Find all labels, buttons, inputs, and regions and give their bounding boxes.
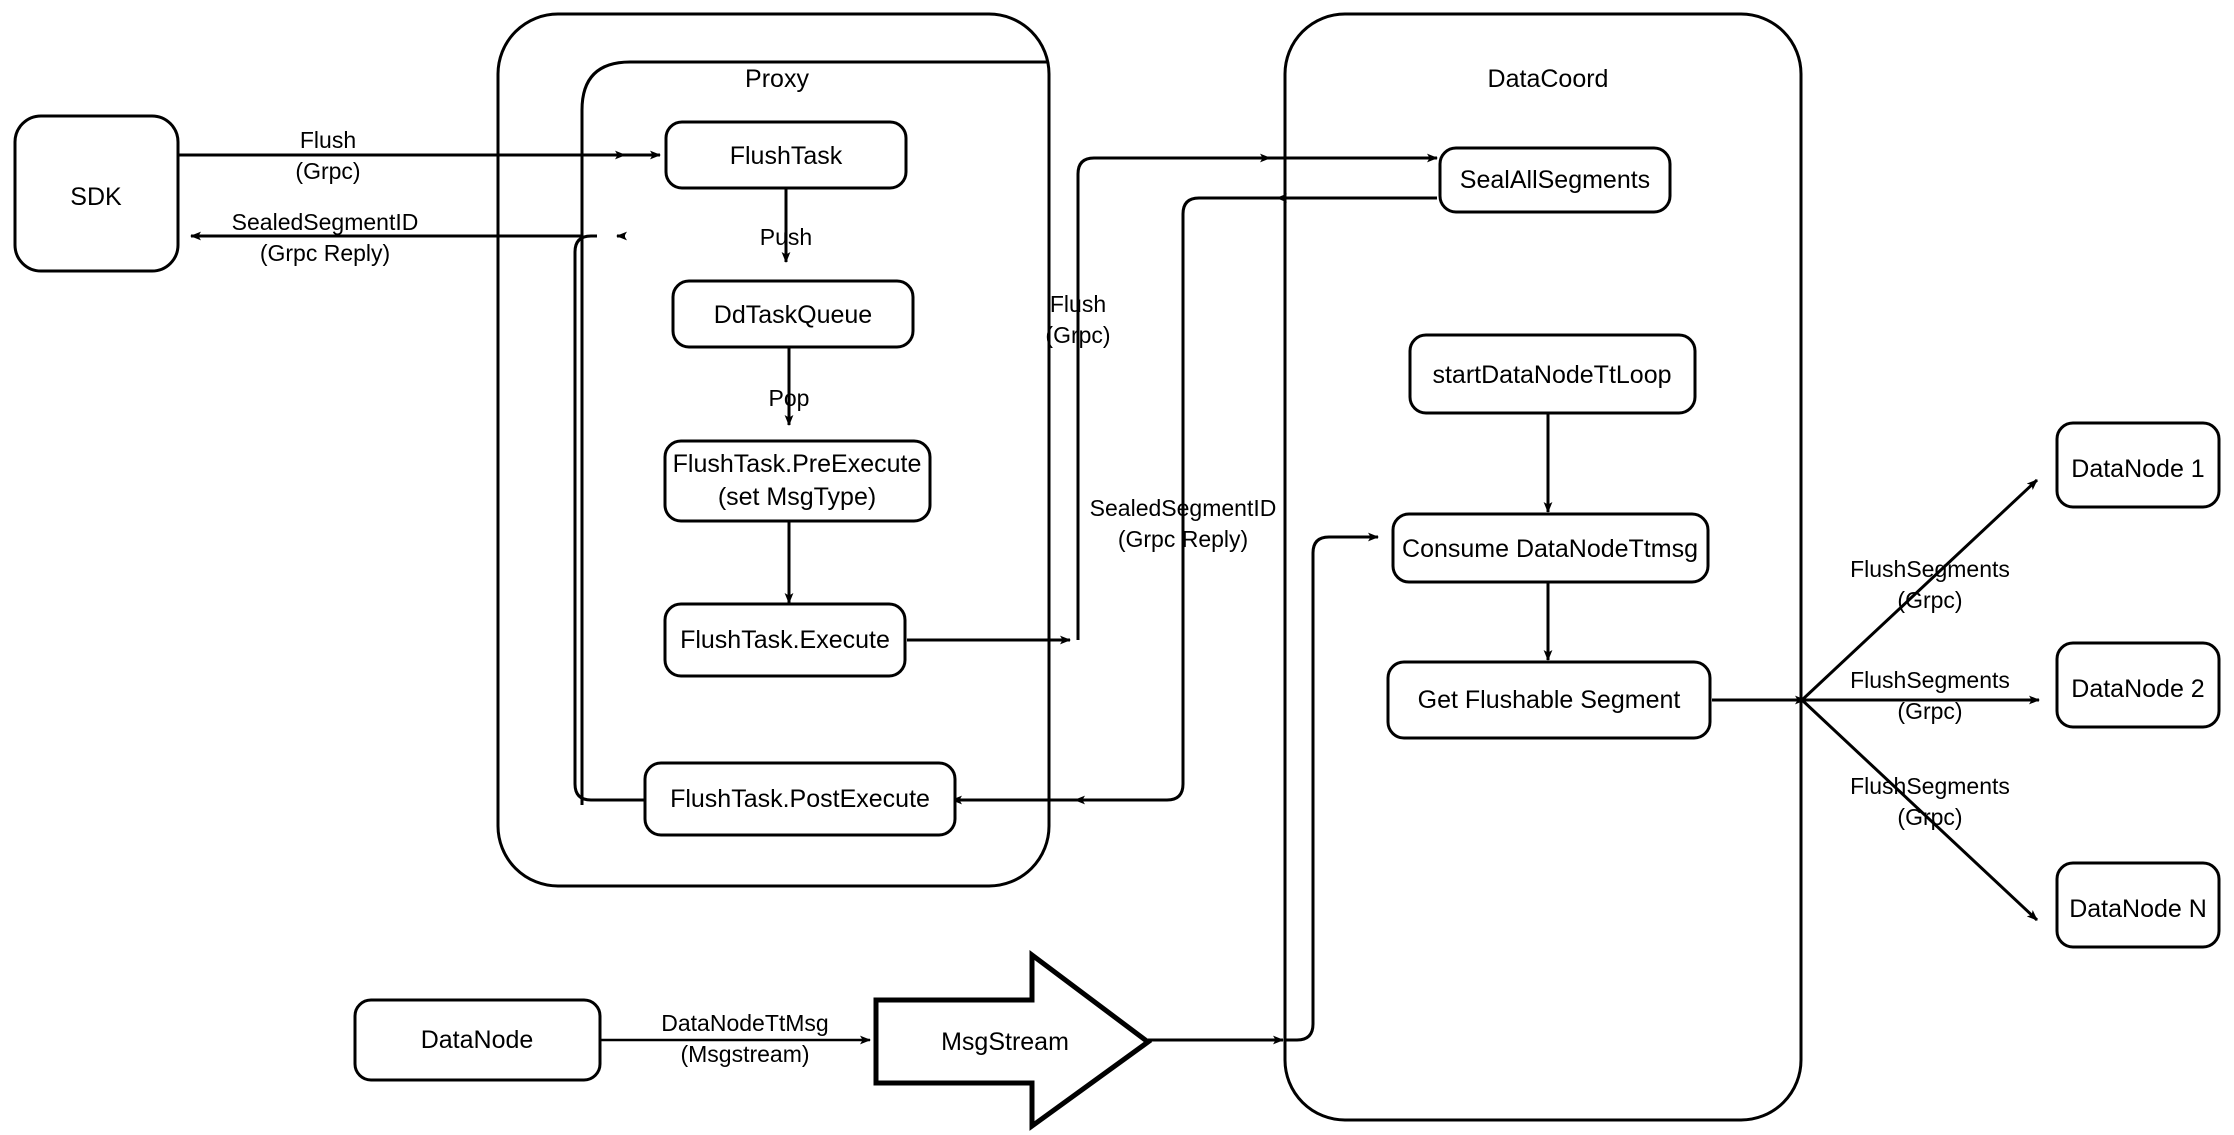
- dc-reply-label-line2: (Grpc Reply): [1118, 526, 1248, 552]
- sealallsegments-box[interactable]: [1438, 146, 1672, 214]
- msgstream-label: MsgStream: [941, 1028, 1069, 1056]
- edge-proxy-to-datacoord-flush: [1076, 153, 1271, 641]
- datanode-1-box[interactable]: [2055, 421, 2221, 509]
- flushtask-box[interactable]: [664, 120, 908, 190]
- group-proxy: Proxy: [496, 12, 1051, 888]
- node-flushtask-preexecute[interactable]: FlushTask.PreExecute (set MsgType): [663, 439, 932, 523]
- dc-flush-label-line1: Flush: [1050, 291, 1106, 317]
- node-datanode-bottom[interactable]: DataNode: [353, 998, 602, 1082]
- label-sdk-to-proxy-flush: Flush (Grpc): [295, 127, 360, 184]
- edge-fanout-to-datanode-1: [1800, 478, 2039, 702]
- label-flush-segments-n: FlushSegments (Grpc): [1850, 773, 2010, 830]
- node-flushtask-execute[interactable]: FlushTask.Execute: [663, 602, 907, 678]
- dc-reply-label-line1: SealedSegmentID: [1090, 495, 1277, 521]
- edge-datacoord-bottom-to-consume: [1285, 532, 1379, 1042]
- sdk-flush-label-line1: Flush: [300, 127, 356, 153]
- node-get-flushable-segment[interactable]: Get Flushable Segment: [1386, 660, 1712, 740]
- edge-postexecute-to-reply: [573, 234, 645, 802]
- sdk-reply-label-line2: (Grpc Reply): [260, 240, 390, 266]
- startdatanodettloop-label: startDataNodeTtLoop: [1432, 361, 1671, 389]
- edge-proxy-top-curve: [580, 60, 1049, 111]
- flush-segments-1-line1: FlushSegments: [1850, 556, 2010, 582]
- datanode-bottom-label: DataNode: [421, 1026, 534, 1054]
- datanode-1-label: DataNode 1: [2071, 455, 2204, 483]
- dc-flush-label-line2: (Grpc): [1045, 322, 1110, 348]
- group-datacoord: DataCoord: [1283, 12, 1803, 1122]
- label-proxy-to-datacoord-flush: Flush (Grpc): [1045, 291, 1110, 348]
- datanode-2-box[interactable]: [2055, 641, 2221, 729]
- datanode-2-label: DataNode 2: [2071, 675, 2204, 703]
- node-msgstream[interactable]: MsgStream: [873, 950, 1153, 1131]
- node-consume-datanode-ttmsg[interactable]: Consume DataNodeTtmsg: [1391, 512, 1710, 584]
- label-flush-segments-2: FlushSegments (Grpc): [1850, 667, 2010, 724]
- preexecute-label-line2: (set MsgType): [718, 483, 876, 511]
- get-flushable-segment-box[interactable]: [1386, 660, 1712, 740]
- ddtaskqueue-box[interactable]: [671, 279, 915, 349]
- msgstream-arrow-shape[interactable]: [873, 950, 1153, 1131]
- postexecute-box[interactable]: [643, 761, 957, 837]
- sdk-label: SDK: [70, 183, 122, 211]
- sdk-flush-label-line2: (Grpc): [295, 158, 360, 184]
- node-dd-task-queue[interactable]: DdTaskQueue: [671, 279, 915, 349]
- datacoord-container-outline: [1283, 12, 1803, 1122]
- node-sdk[interactable]: SDK: [13, 114, 180, 273]
- datanode-ttmsg-label-line2: (Msgstream): [680, 1041, 809, 1067]
- flush-segments-n-line1: FlushSegments: [1850, 773, 2010, 799]
- preexecute-box[interactable]: [663, 439, 932, 523]
- edge-datacoord-reply-path: [1078, 196, 1277, 802]
- node-datanode-1[interactable]: DataNode 1: [2055, 421, 2221, 509]
- datanode-n-label: DataNode N: [2069, 895, 2207, 923]
- node-start-datanode-tt-loop[interactable]: startDataNodeTtLoop: [1408, 333, 1697, 415]
- flushtask-label: FlushTask: [730, 142, 843, 170]
- sealallsegments-label: SealAllSegments: [1460, 166, 1650, 194]
- label-pop: Pop: [769, 385, 810, 411]
- datanode-ttmsg-label-line1: DataNodeTtMsg: [661, 1010, 828, 1036]
- node-flush-task[interactable]: FlushTask: [664, 120, 908, 190]
- execute-box[interactable]: [663, 602, 907, 678]
- label-proxy-to-sdk-reply: SealedSegmentID (Grpc Reply): [232, 209, 419, 266]
- postexecute-label: FlushTask.PostExecute: [670, 785, 930, 813]
- proxy-group-label: Proxy: [745, 65, 809, 93]
- flush-segments-2-line1: FlushSegments: [1850, 667, 2010, 693]
- ddtaskqueue-label: DdTaskQueue: [714, 301, 872, 329]
- datanode-bottom-box[interactable]: [353, 998, 602, 1082]
- sdk-reply-label-line1: SealedSegmentID: [232, 209, 419, 235]
- get-flushable-segment-label: Get Flushable Segment: [1418, 686, 1681, 714]
- label-flush-segments-1: FlushSegments (Grpc): [1850, 556, 2010, 613]
- datacoord-group-label: DataCoord: [1488, 65, 1609, 93]
- preexecute-label-line1: FlushTask.PreExecute: [673, 450, 922, 478]
- label-push: Push: [760, 224, 812, 250]
- node-datanode-2[interactable]: DataNode 2: [2055, 641, 2221, 729]
- flush-segments-1-line2: (Grpc): [1897, 587, 1962, 613]
- label-datacoord-to-proxy-reply: SealedSegmentID (Grpc Reply): [1090, 495, 1277, 552]
- startdatanodettloop-box[interactable]: [1408, 333, 1697, 415]
- sdk-box[interactable]: [13, 114, 180, 273]
- datanode-n-box[interactable]: [2055, 861, 2221, 949]
- flush-segments-2-line2: (Grpc): [1897, 698, 1962, 724]
- label-datanode-ttmsg: DataNodeTtMsg (Msgstream): [661, 1010, 828, 1067]
- edge-fanout-to-datanode-n: [1800, 698, 2039, 922]
- consume-datanode-ttmsg-label: Consume DataNodeTtmsg: [1402, 535, 1698, 563]
- node-flushtask-postexecute[interactable]: FlushTask.PostExecute: [643, 761, 957, 837]
- flush-segments-n-line2: (Grpc): [1897, 804, 1962, 830]
- node-seal-all-segments[interactable]: SealAllSegments: [1438, 146, 1672, 214]
- consume-datanode-ttmsg-box[interactable]: [1391, 512, 1710, 584]
- execute-label: FlushTask.Execute: [680, 626, 890, 654]
- proxy-container-outline: [496, 12, 1051, 888]
- node-datanode-n[interactable]: DataNode N: [2055, 861, 2221, 949]
